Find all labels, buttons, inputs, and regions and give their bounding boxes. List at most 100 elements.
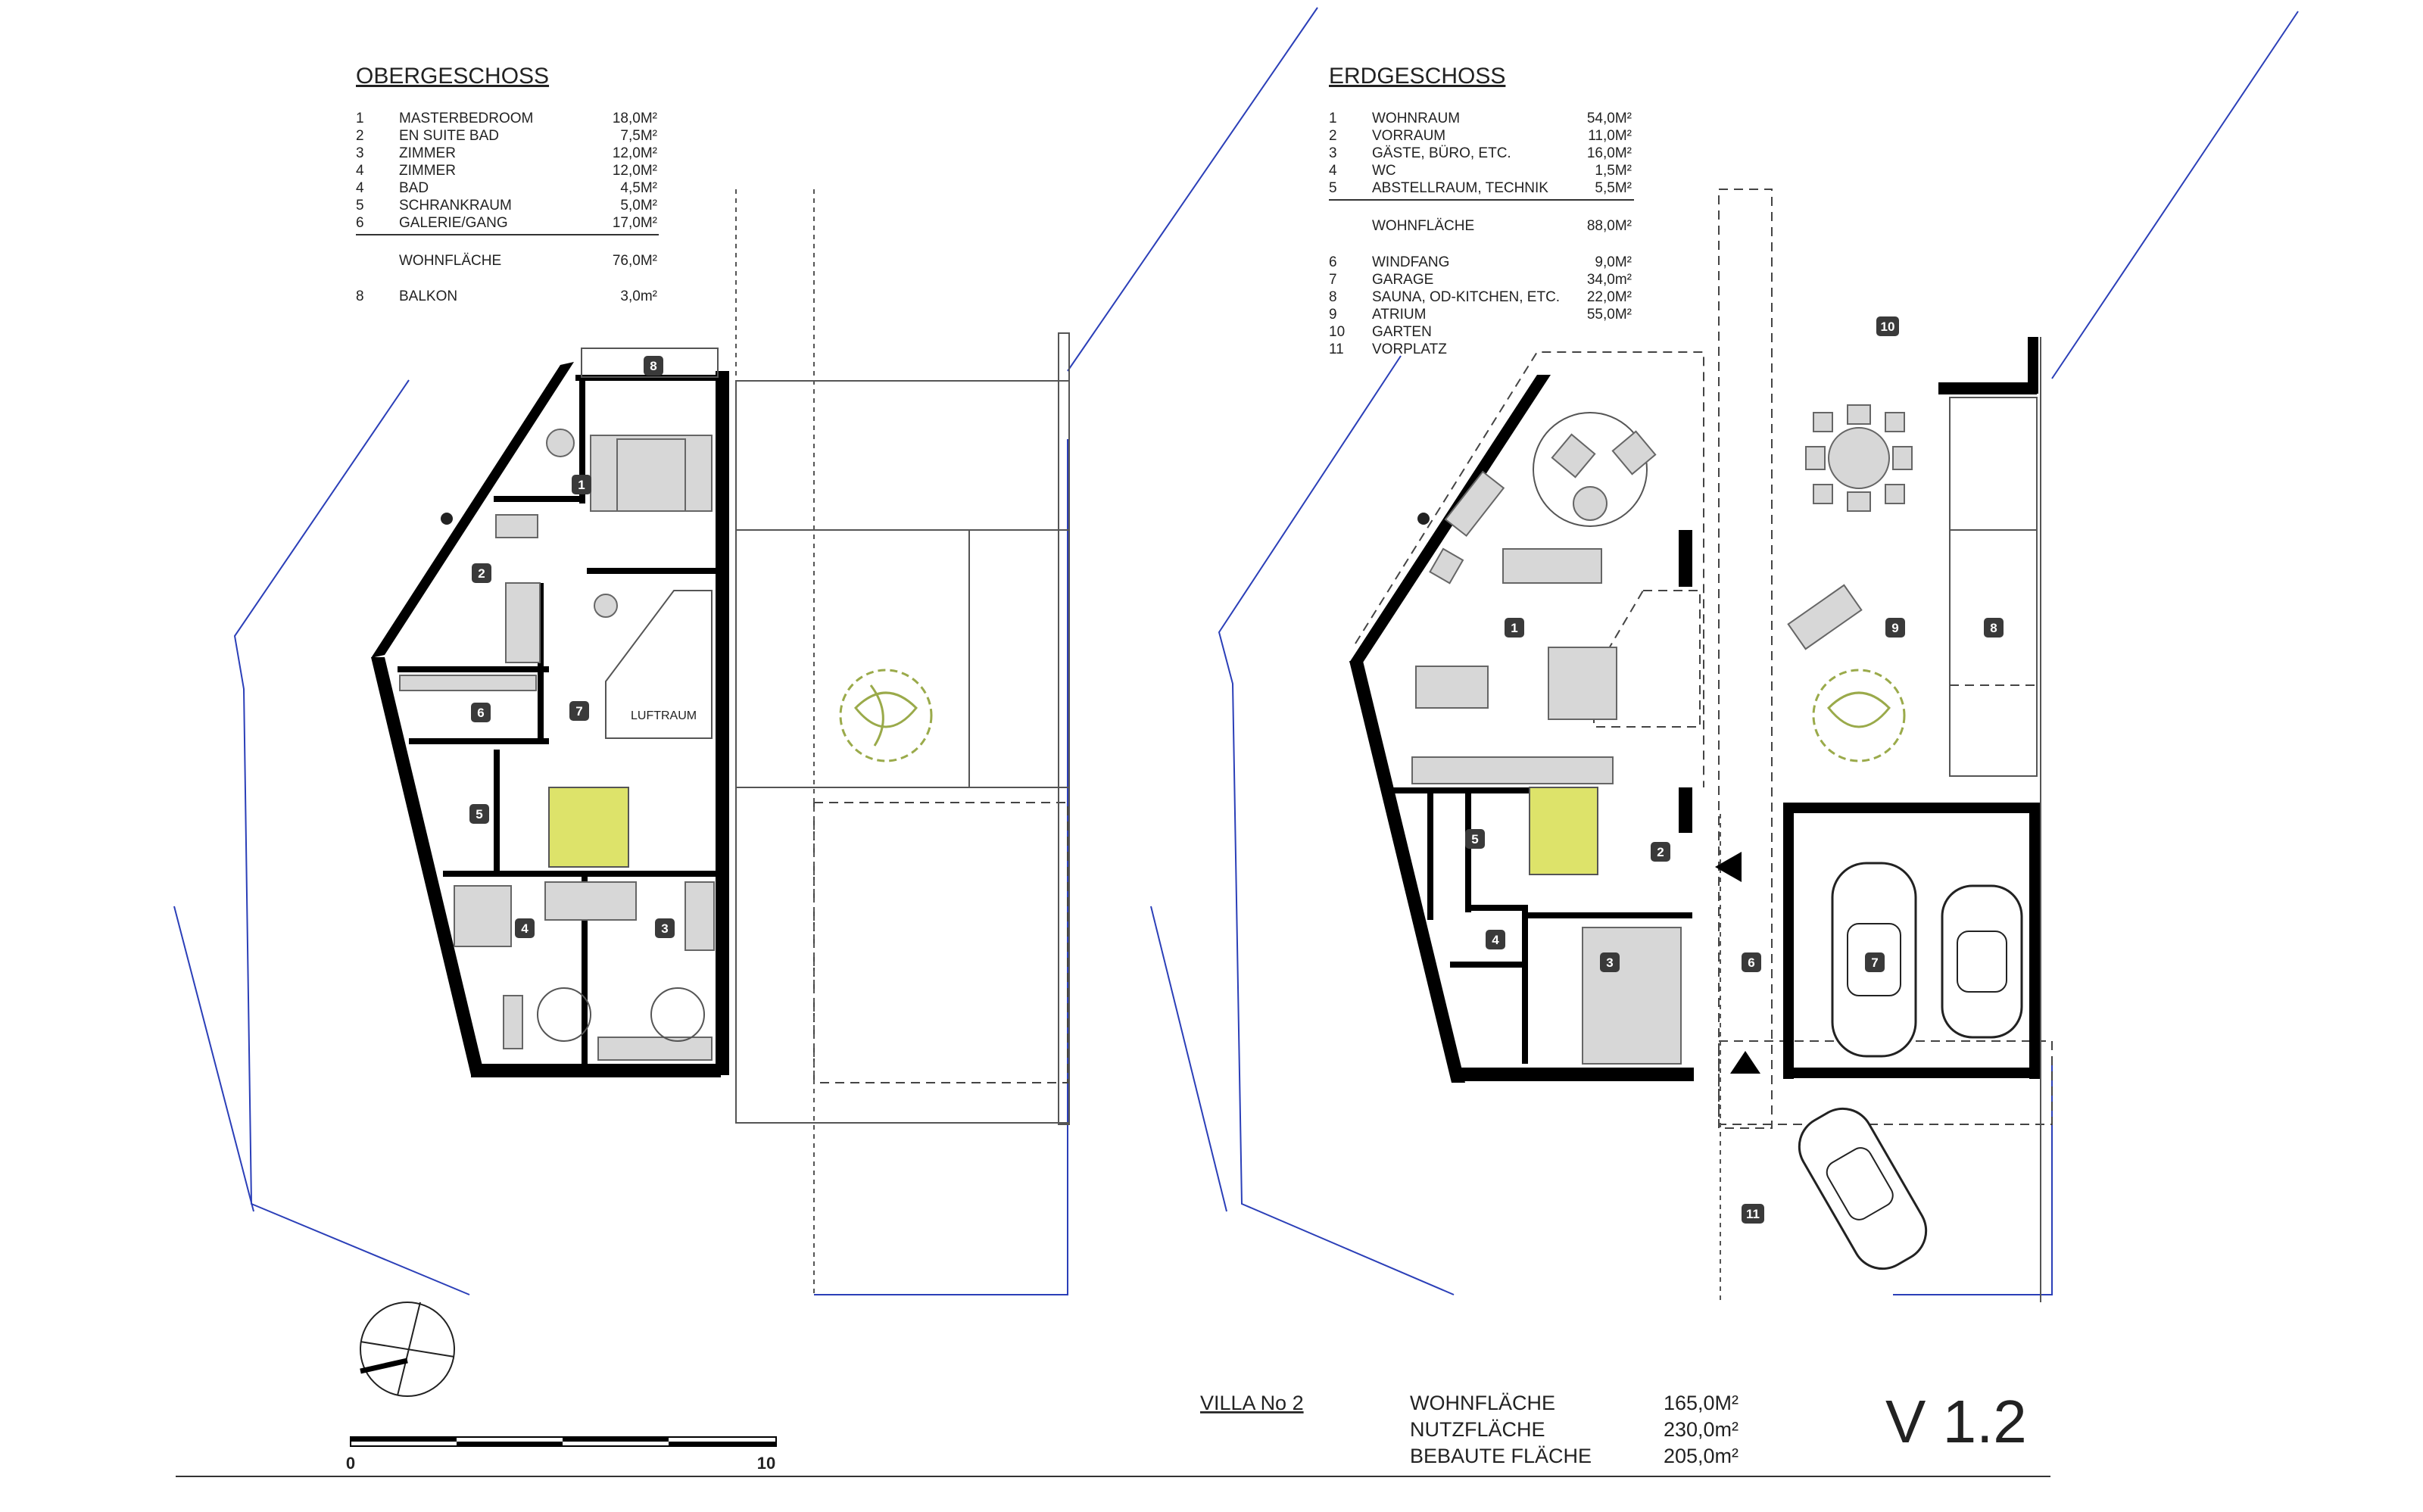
svg-text:11: 11 bbox=[1746, 1207, 1760, 1221]
room-no: 4 bbox=[356, 180, 364, 196]
ground-floor-title: ERDGESCHOSS bbox=[1329, 64, 1505, 89]
room-no: 6 bbox=[356, 215, 364, 231]
ground-room-badges: 10 1 9 8 5 2 4 3 6 7 11 bbox=[1465, 316, 2004, 1224]
void-label: LUFTRAUM bbox=[631, 709, 697, 722]
room-name: ABSTELLRAUM, TECHNIK bbox=[1372, 180, 1548, 196]
room-area: 22,0M² bbox=[1587, 289, 1632, 305]
room-area: 3,0m² bbox=[620, 288, 657, 304]
summary-label: NUTZFLÄCHE bbox=[1410, 1418, 1545, 1441]
ground-floor-plan bbox=[1349, 189, 2053, 1302]
room-area: 17,0M² bbox=[613, 215, 657, 231]
room-no: 5 bbox=[356, 198, 364, 214]
footer-summary: VILLA No 2 WOHNFLÄCHE 165,0M² NUTZFLÄCHE… bbox=[1200, 1388, 2027, 1467]
room-badge: 5 bbox=[1465, 829, 1485, 849]
room-area: 55,0M² bbox=[1587, 307, 1632, 323]
room-badge: 2 bbox=[472, 563, 491, 583]
room-area: 16,0M² bbox=[1587, 145, 1632, 161]
svg-text:6: 6 bbox=[477, 706, 484, 720]
svg-text:4: 4 bbox=[1492, 933, 1499, 947]
staircase bbox=[1529, 787, 1598, 875]
room-badge: 3 bbox=[655, 918, 675, 938]
room-no: 1 bbox=[356, 111, 364, 126]
room-area: 4,5M² bbox=[620, 180, 657, 196]
room-name: ATRIUM bbox=[1372, 307, 1426, 323]
svg-text:1: 1 bbox=[1511, 621, 1517, 635]
level-marker-icon bbox=[441, 513, 453, 525]
svg-text:10: 10 bbox=[1881, 320, 1895, 334]
svg-text:5: 5 bbox=[1471, 832, 1478, 846]
room-area: 9,0M² bbox=[1595, 254, 1632, 270]
room-name: EN SUITE BAD bbox=[399, 128, 499, 144]
balcony bbox=[581, 348, 719, 378]
room-area: 5,0M² bbox=[620, 198, 657, 214]
kitchen-island bbox=[1415, 666, 1489, 709]
dining-table bbox=[1548, 647, 1617, 720]
svg-text:8: 8 bbox=[650, 359, 656, 373]
sofa bbox=[1502, 548, 1602, 584]
room-name: MASTERBEDROOM bbox=[399, 111, 533, 126]
room-badge: 4 bbox=[1486, 930, 1505, 949]
room-no: 10 bbox=[1329, 324, 1345, 340]
room-no: 4 bbox=[356, 163, 364, 179]
bed bbox=[544, 881, 637, 921]
room-badge: 2 bbox=[1651, 842, 1670, 862]
room-name: GALERIE/GANG bbox=[399, 215, 508, 231]
scale-start-label: 0 bbox=[346, 1454, 355, 1473]
room-no: 2 bbox=[1329, 128, 1337, 144]
tree-icon bbox=[839, 669, 933, 762]
room-no: 7 bbox=[1329, 272, 1337, 288]
north-arrow-icon bbox=[360, 1302, 455, 1397]
room-no: 3 bbox=[356, 145, 364, 161]
room-name: VORRAUM bbox=[1372, 128, 1445, 144]
entrance-arrow-icon bbox=[1730, 1051, 1760, 1074]
tree-icon bbox=[1812, 669, 1906, 762]
svg-text:7: 7 bbox=[575, 704, 582, 719]
atrium-outline bbox=[735, 380, 1070, 1124]
room-area: 12,0M² bbox=[613, 163, 657, 179]
room-no: 9 bbox=[1329, 307, 1337, 323]
room-badge: 3 bbox=[1600, 952, 1620, 972]
upper-room-badges: 8 1 2 7 6 5 4 3 bbox=[469, 356, 675, 938]
room-badge: 7 bbox=[1865, 952, 1885, 972]
living-area-value: 76,0M² bbox=[613, 253, 657, 269]
scale-bar: 0 10 bbox=[346, 1436, 777, 1473]
room-area: 54,0M² bbox=[1587, 111, 1632, 126]
site-boundary-upper bbox=[173, 7, 1318, 1295]
lounger bbox=[1787, 584, 1863, 650]
room-badge: 11 bbox=[1742, 1204, 1764, 1224]
room-name: VORPLATZ bbox=[1372, 341, 1447, 357]
living-area-label: WOHNFLÄCHE bbox=[399, 253, 501, 269]
room-no: 6 bbox=[1329, 254, 1337, 270]
site-boundary-ground bbox=[1150, 11, 2299, 1295]
svg-text:2: 2 bbox=[478, 566, 485, 581]
room-area: 18,0M² bbox=[613, 111, 657, 126]
scale-end-label: 10 bbox=[757, 1454, 775, 1473]
svg-text:7: 7 bbox=[1871, 956, 1878, 970]
upper-floor-title: OBERGESCHOSS bbox=[356, 64, 549, 89]
living-area-value: 88,0M² bbox=[1587, 218, 1632, 234]
room-area: 12,0M² bbox=[613, 145, 657, 161]
upper-floor-plan: LUFTRAUM bbox=[371, 189, 1070, 1295]
svg-text:2: 2 bbox=[1657, 845, 1664, 859]
summary-label: WOHNFLÄCHE bbox=[1410, 1392, 1555, 1414]
svg-text:1: 1 bbox=[578, 478, 585, 492]
room-name: ZIMMER bbox=[399, 145, 456, 161]
svg-text:9: 9 bbox=[1891, 621, 1898, 635]
kitchen-counter bbox=[1411, 756, 1614, 784]
room-badge: 4 bbox=[515, 918, 535, 938]
room-badge: 8 bbox=[644, 356, 663, 376]
room-area: 1,5M² bbox=[1595, 163, 1632, 179]
car-icon bbox=[1941, 884, 2023, 1039]
room-no: 1 bbox=[1329, 111, 1337, 126]
room-badge: 10 bbox=[1876, 316, 1899, 336]
room-no: 2 bbox=[356, 128, 364, 144]
room-name: WOHNRAUM bbox=[1372, 111, 1460, 126]
wall bbox=[371, 362, 574, 658]
svg-text:5: 5 bbox=[476, 807, 482, 821]
living-area-label: WOHNFLÄCHE bbox=[1372, 218, 1474, 234]
garage-below-outline bbox=[813, 802, 1068, 1083]
room-badge: 9 bbox=[1885, 618, 1905, 638]
car-icon bbox=[1798, 1107, 1928, 1270]
upper-floor-schedule: OBERGESCHOSS 1 MASTERBEDROOM 18,0M² 2 EN… bbox=[356, 64, 659, 304]
room-area: 11,0M² bbox=[1588, 128, 1632, 144]
